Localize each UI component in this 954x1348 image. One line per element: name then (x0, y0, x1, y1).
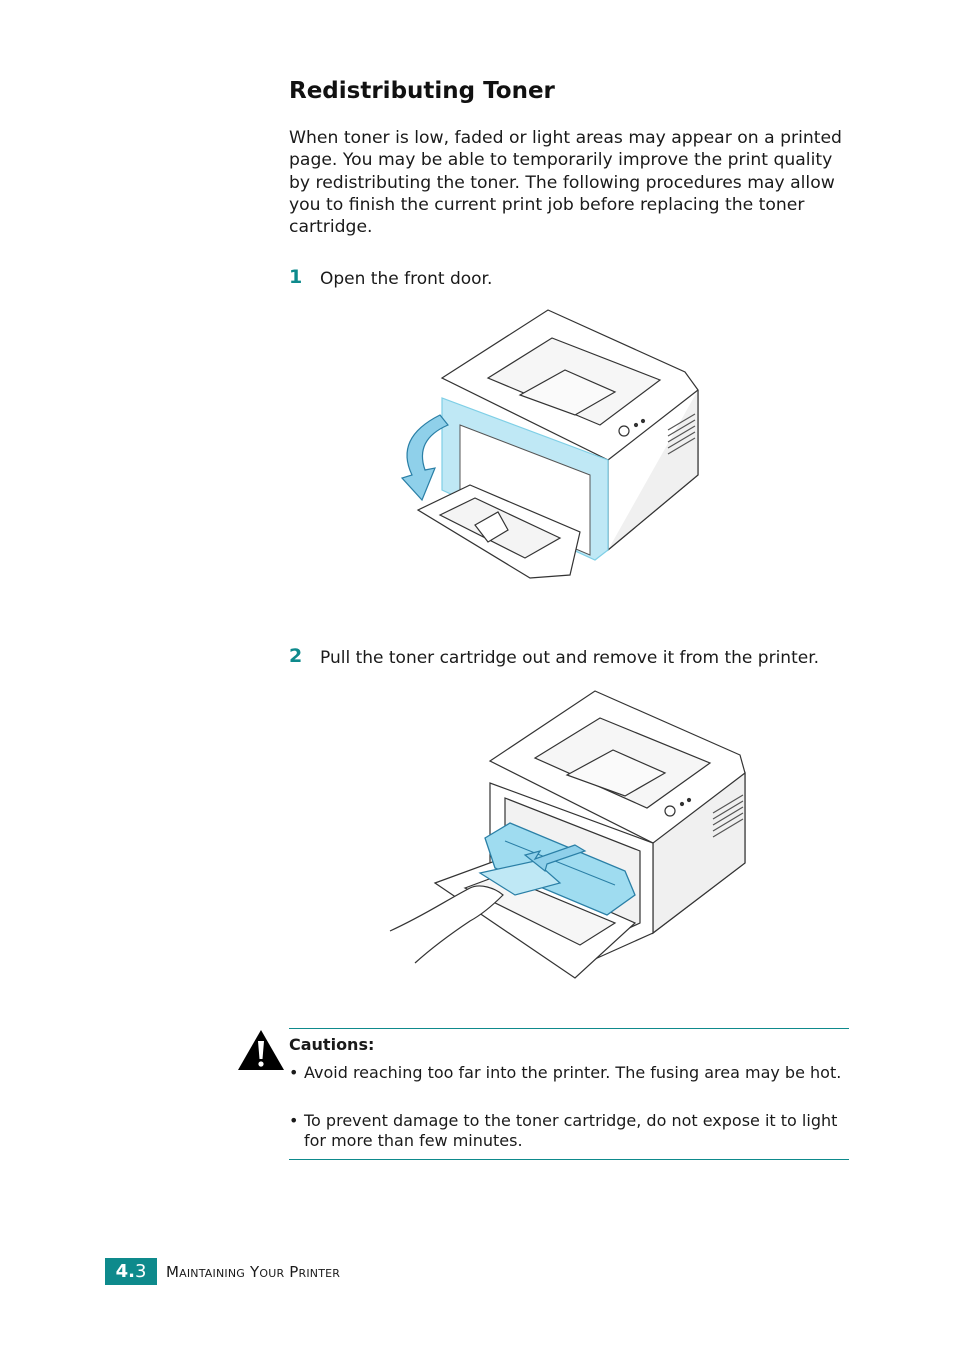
page-title: Redistributing Toner (289, 78, 555, 104)
step-1-text: Open the front door. (320, 269, 493, 289)
caution-bottom-rule (289, 1159, 849, 1160)
toner-removal-illustration (389, 690, 746, 979)
bullet: • (289, 1063, 299, 1082)
caution-item-text: Avoid reaching too far into the printer.… (304, 1063, 842, 1082)
caution-item-text: To prevent damage to the toner cartridge… (304, 1111, 838, 1150)
footer-section-name: Maintaining Your Printer (166, 1263, 341, 1281)
page-number-badge: 4.3 (105, 1258, 157, 1285)
cautions-heading: Cautions: (289, 1035, 375, 1054)
caution-item: • Avoid reaching too far into the printe… (289, 1063, 849, 1083)
intro-paragraph: When toner is low, faded or light areas … (289, 128, 842, 238)
page-number: 3 (134, 1261, 147, 1282)
printer-open-door-illustration (400, 309, 699, 579)
caution-top-rule (289, 1028, 849, 1029)
caution-item: • To prevent damage to the toner cartrid… (289, 1111, 849, 1151)
bullet: • (289, 1111, 299, 1130)
step-2-number: 2 (289, 645, 303, 667)
warning-icon (238, 1030, 284, 1070)
chapter-number: 4. (115, 1261, 135, 1282)
step-2-text: Pull the toner cartridge out and remove … (320, 648, 820, 668)
step-1-number: 1 (289, 266, 303, 288)
